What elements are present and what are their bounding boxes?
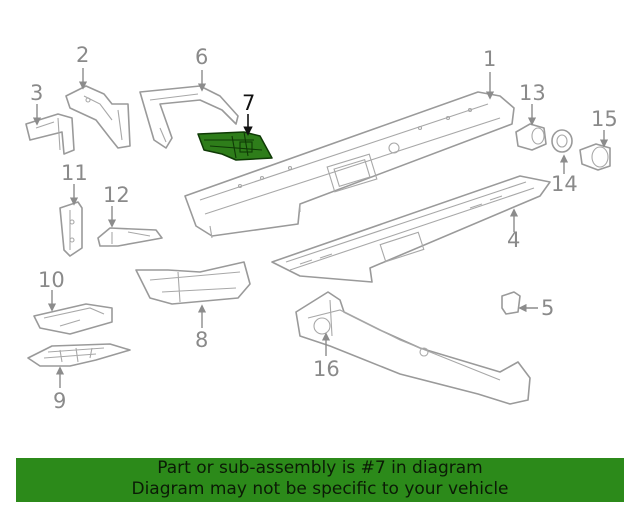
callout-4[interactable]: 4 — [507, 228, 520, 252]
banner-line-1: Part or sub-assembly is #7 in diagram — [157, 458, 483, 478]
part-12-bracket[interactable] — [97, 227, 163, 247]
part-3-bracket[interactable] — [25, 113, 75, 155]
part-11-bracket[interactable] — [59, 201, 83, 257]
callout-3[interactable]: 3 — [30, 81, 43, 105]
callout-7[interactable]: 7 — [242, 91, 255, 115]
part-5-clip[interactable] — [501, 291, 521, 315]
part-14-ring[interactable] — [551, 129, 573, 153]
callout-2[interactable]: 2 — [76, 43, 89, 67]
callout-6[interactable]: 6 — [195, 45, 208, 69]
part-16-hitch[interactable] — [295, 291, 531, 405]
part-9-step-pad[interactable] — [27, 343, 131, 367]
callout-9[interactable]: 9 — [53, 389, 66, 413]
part-7-highlighted[interactable] — [197, 131, 273, 161]
part-13-fitting[interactable] — [515, 123, 547, 151]
callout-5[interactable]: 5 — [541, 296, 554, 320]
callout-numbers: 1 2 3 4 5 6 7 8 9 10 11 12 13 14 15 16 — [30, 43, 618, 413]
callout-16[interactable]: 16 — [313, 357, 340, 381]
disclaimer-banner: Part or sub-assembly is #7 in diagram Di… — [16, 458, 624, 502]
part-2-bracket[interactable] — [65, 85, 131, 149]
callout-13[interactable]: 13 — [519, 81, 546, 105]
banner-line-2: Diagram may not be specific to your vehi… — [131, 479, 509, 499]
callout-10[interactable]: 10 — [38, 268, 65, 292]
callout-12[interactable]: 12 — [103, 183, 130, 207]
callout-11[interactable]: 11 — [61, 161, 88, 185]
callout-lines — [32, 68, 609, 388]
callout-14[interactable]: 14 — [551, 172, 578, 196]
part-10-step[interactable] — [33, 303, 113, 335]
part-15-cap[interactable] — [579, 143, 611, 171]
callout-15[interactable]: 15 — [591, 107, 618, 131]
callout-1[interactable]: 1 — [483, 47, 496, 71]
part-4-step-pad[interactable] — [271, 175, 551, 283]
callout-8[interactable]: 8 — [195, 328, 208, 352]
part-8-corner-step[interactable] — [135, 261, 251, 305]
part-6-end-cap[interactable] — [139, 85, 239, 149]
